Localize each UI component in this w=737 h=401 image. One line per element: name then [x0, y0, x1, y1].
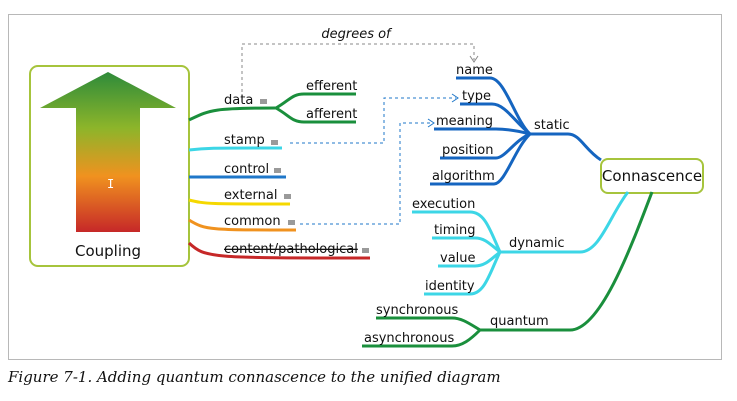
coupling-arrow-icon — [40, 72, 176, 232]
static-item-position: position — [442, 143, 494, 158]
coupling-type-afferent-label: afferent — [306, 107, 357, 122]
stamp-arrowhead — [451, 93, 459, 103]
connascence-quantum-branch — [362, 191, 654, 348]
dynamic-item-timing: timing — [434, 223, 475, 238]
quantum-label: quantum — [490, 314, 549, 329]
coupling-type-stamp-label: stamp — [224, 133, 265, 148]
coupling-type-efferent-label: efferent — [306, 79, 357, 94]
degrees-of-label: degrees of — [321, 27, 393, 42]
dynamic-item-identity: identity — [425, 279, 475, 294]
static-item-name: name — [456, 63, 493, 78]
stamp-to-type-connector — [290, 97, 456, 144]
note-icon — [362, 248, 369, 253]
coupling-label: Coupling — [75, 242, 141, 260]
note-icon — [260, 99, 267, 104]
static-item-meaning: meaning — [436, 114, 493, 129]
static-item-type: type — [462, 89, 491, 104]
coupling-type-external-label: external — [224, 188, 278, 203]
coupling-type-common-line — [188, 218, 297, 232]
connascence-dynamic-branch — [412, 191, 630, 296]
dynamic-item-value: value — [440, 251, 476, 266]
note-icon — [284, 194, 291, 199]
coupling-type-content-line — [187, 241, 371, 260]
note-icon — [271, 140, 278, 145]
common-to-meaning-connector — [300, 122, 432, 225]
dynamic-label: dynamic — [509, 236, 565, 251]
text-cursor-icon: I — [107, 177, 114, 191]
coupling-type-common-label: common — [224, 214, 281, 229]
note-icon — [288, 220, 295, 225]
common-arrowhead — [427, 118, 435, 128]
note-icon — [274, 168, 281, 173]
coupling-type-control-label: control — [224, 162, 269, 177]
figure-caption: Figure 7-1. Adding quantum connascence t… — [8, 368, 501, 386]
coupling-type-stamp-line — [188, 146, 283, 152]
quantum-item-synchronous: synchronous — [376, 303, 459, 318]
connascence-static-branch — [430, 76, 602, 186]
quantum-item-asynchronous: asynchronous — [364, 331, 455, 346]
static-label: static — [534, 118, 570, 133]
coupling-type-data-label: data — [224, 93, 253, 108]
note-icons — [260, 99, 369, 253]
coupling-type-external-line — [188, 198, 291, 206]
coupling-type-data — [188, 92, 356, 124]
static-item-algorithm: algorithm — [432, 169, 495, 184]
connascence-label: Connascence — [602, 167, 702, 185]
dynamic-item-execution: execution — [412, 197, 475, 212]
degrees-of-arrowhead — [469, 55, 479, 63]
coupling-type-content-label: content/pathological — [224, 242, 358, 257]
degrees-of-connector — [241, 43, 475, 92]
diagram-frame — [8, 14, 722, 360]
